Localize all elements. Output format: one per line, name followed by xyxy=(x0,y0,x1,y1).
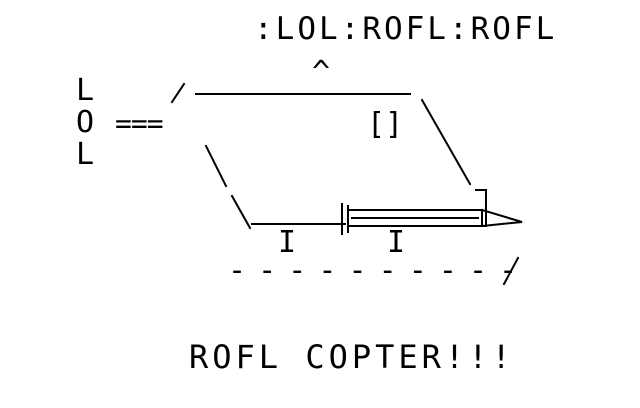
side-letter-top: L xyxy=(76,73,95,108)
tail-rotor: === xyxy=(115,107,164,140)
front-upper-slash xyxy=(420,98,472,186)
roof-left-slash xyxy=(170,82,186,104)
rotor-hub: ^ xyxy=(312,55,331,90)
side-letter-middle: O xyxy=(76,105,95,140)
tail-lower-slash-2 xyxy=(230,194,252,230)
window: [] xyxy=(367,107,404,142)
side-letter-bottom: L xyxy=(76,137,95,172)
front-lower-slash xyxy=(502,256,520,286)
caption: ROFL COPTER!!! xyxy=(189,338,515,376)
tail-lower-slash-1 xyxy=(204,144,228,188)
skid-dashes: - - - - - - - - - - xyxy=(228,253,517,288)
rotor-text: :LOL:ROFL:ROFL xyxy=(254,11,558,47)
rocket-tip xyxy=(480,208,523,228)
skid-strut-left: I xyxy=(278,225,297,260)
skid-strut-right: I xyxy=(387,225,406,260)
